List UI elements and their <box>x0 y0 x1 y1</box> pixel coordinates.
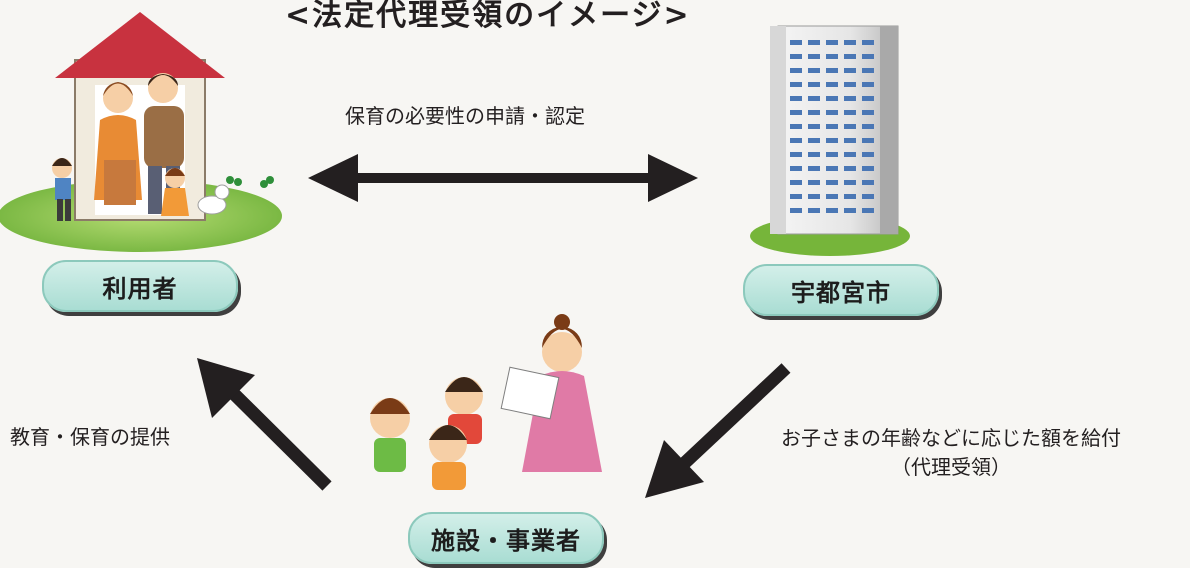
city-hall-building-illustration <box>750 25 910 256</box>
node-facility: 施設・事業者 <box>408 512 604 564</box>
building-windows <box>790 40 874 213</box>
diagram-title: <法定代理受領のイメージ> <box>285 0 691 33</box>
edge-label-payment-line1: お子さまの年齢などに応じた額を給付 <box>781 426 1121 450</box>
arrow-user-city <box>308 154 698 202</box>
family-house-illustration <box>0 12 282 252</box>
arrow-facility-user <box>197 358 332 491</box>
house-roof <box>55 12 225 78</box>
edge-label-provision: 教育・保育の提供 <box>10 425 170 449</box>
edge-label-payment-line2: （代理受領） <box>891 455 1011 479</box>
node-city: 宇都宮市 <box>743 264 939 316</box>
children-teacher-illustration <box>370 314 602 490</box>
arrow-city-facility <box>645 363 791 498</box>
node-user: 利用者 <box>42 260 238 312</box>
edge-label-application: 保育の必要性の申請・認定 <box>345 104 585 128</box>
building-tower <box>777 25 899 235</box>
edge-label-payment: お子さまの年齢などに応じた額を給付 （代理受領） <box>716 422 1186 480</box>
